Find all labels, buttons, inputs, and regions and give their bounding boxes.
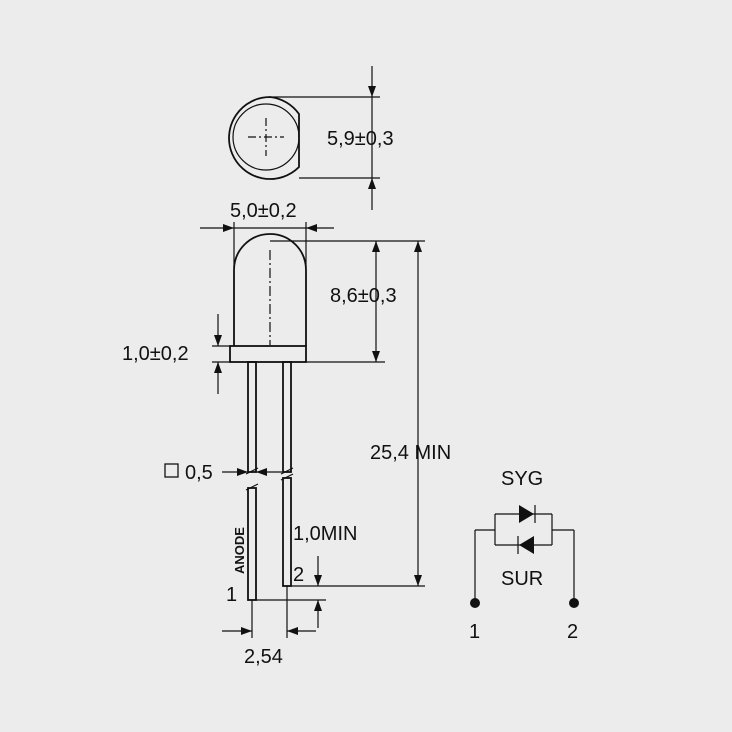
body-diameter-label: 5,0±0,2: [230, 200, 297, 222]
arrow-up-icon: [414, 241, 422, 252]
top-view: 5,9±0,3: [228, 66, 394, 210]
lead-anode-lower: [247, 487, 257, 601]
break-mark: [280, 467, 294, 481]
dim-lead-square: 0,5: [164, 462, 282, 484]
arrow-down-icon: [368, 86, 376, 97]
arrow-down-icon: [372, 351, 380, 362]
pin1-label: 1: [226, 584, 237, 606]
arrow-down-icon: [214, 335, 222, 346]
top-view-inner-circle: [232, 103, 300, 171]
anode-label: ANODE: [232, 527, 247, 574]
arrow-right-icon: [237, 468, 248, 476]
arrow-up-icon: [368, 178, 376, 189]
body-height-label: 8,6±0,3: [330, 285, 397, 307]
arrow-up-icon: [372, 241, 380, 252]
dim-lead-offset: 1,0MIN: [256, 523, 357, 628]
lead-square-label: 0,5: [185, 462, 213, 484]
led-body: [233, 233, 307, 346]
led-flange: [229, 345, 307, 363]
lead-anode-upper: [247, 361, 257, 473]
dim-pitch: 2,54: [222, 586, 316, 668]
pitch-label: 2,54: [244, 646, 283, 668]
arrow-down-icon: [314, 575, 322, 586]
diode-icon: [519, 536, 534, 554]
top-view-outline: [228, 96, 300, 180]
lead-cathode-lower: [282, 477, 292, 587]
schematic-bottom-label: SUR: [501, 568, 543, 590]
dim-body-height: 8,6±0,3: [270, 240, 425, 363]
arrow-up-icon: [314, 600, 322, 611]
diode-icon: [519, 505, 534, 523]
schematic: SYG SUR 1 2: [469, 468, 579, 643]
arrow-left-icon: [256, 468, 267, 476]
square-symbol-icon: [164, 463, 179, 478]
arrow-right-icon: [241, 627, 252, 635]
arrow-down-icon: [414, 575, 422, 586]
arrow-left-icon: [287, 627, 298, 635]
lead-cathode-upper: [282, 361, 292, 473]
schematic-pin2-label: 2: [567, 621, 578, 643]
arrow-up-icon: [214, 362, 222, 373]
schematic-pin1-label: 1: [469, 621, 480, 643]
schematic-top-label: SYG: [501, 468, 543, 490]
dim-body-diameter: 5,0±0,2: [200, 200, 334, 268]
head-diameter-label: 5,9±0,3: [327, 128, 394, 150]
lead-length-label: 25,4 MIN: [370, 442, 451, 464]
terminal-dot-icon: [569, 598, 579, 608]
arrow-left-icon: [306, 224, 317, 232]
arrow-right-icon: [223, 224, 234, 232]
dim-lead-length: 25,4 MIN: [291, 241, 451, 587]
side-view: [229, 233, 307, 601]
lead-offset-label: 1,0MIN: [293, 523, 357, 545]
break-mark: [245, 467, 259, 491]
flange-height-label: 1,0±0,2: [122, 343, 189, 365]
dim-flange-height: 1,0±0,2: [122, 314, 230, 394]
terminal-dot-icon: [470, 598, 480, 608]
pin2-label: 2: [293, 564, 304, 586]
